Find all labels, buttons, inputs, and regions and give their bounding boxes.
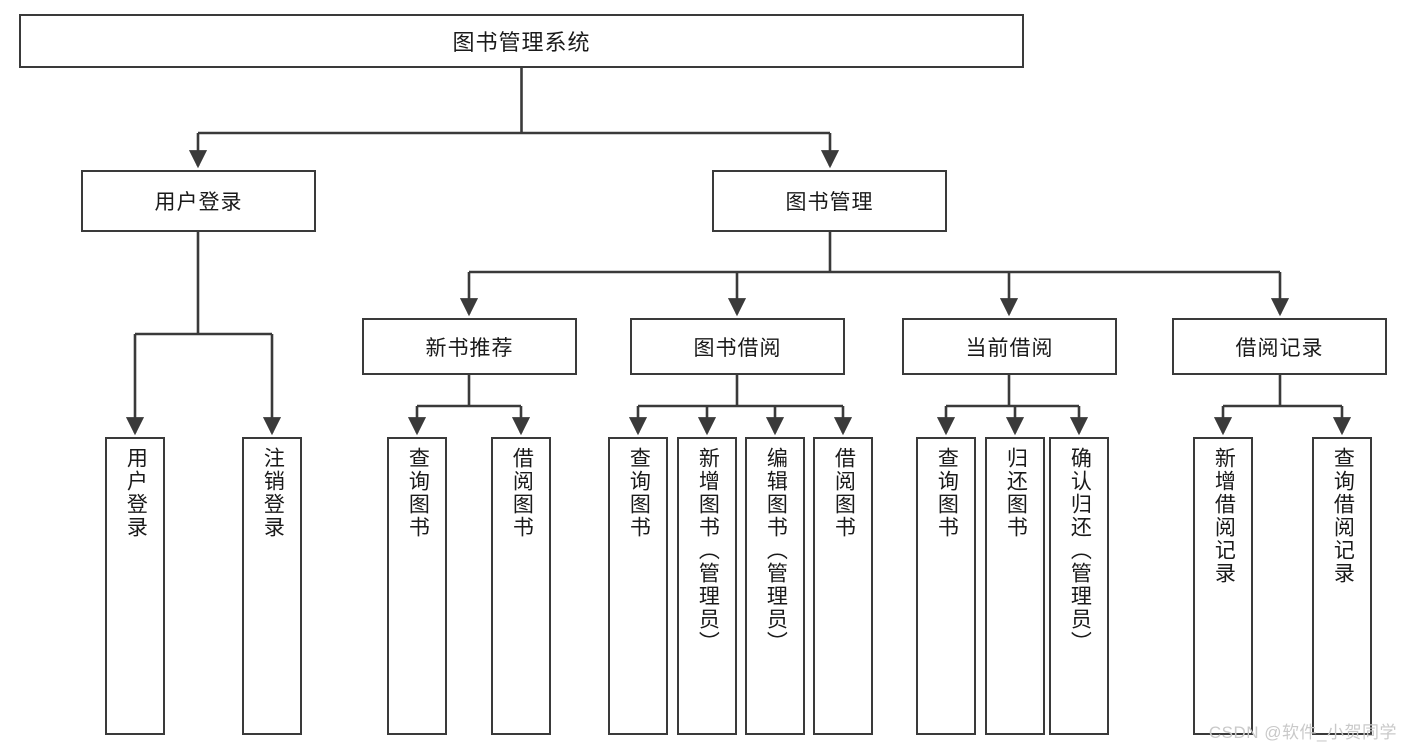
node-leaf-borrow-record-add[interactable]: 新增借阅记录 (1193, 437, 1253, 735)
csdn-watermark: CSDN @软件_小贺同学 (1208, 723, 1397, 742)
node-root-book-management-system[interactable]: 图书管理系统 (19, 14, 1024, 68)
leaf-label: 查询图书 (627, 447, 651, 539)
node-leaf-book-borrow-edit[interactable]: 编辑图书（管理员） (745, 437, 805, 735)
leaf-label: 新增借阅记录 (1212, 447, 1236, 585)
leaf-label: 借阅图书 (832, 447, 856, 539)
leaf-label: 确认归还（管理员） (1068, 447, 1092, 654)
leaf-label: 查询图书 (935, 447, 959, 539)
node-leaf-current-borrow-return[interactable]: 归还图书 (985, 437, 1045, 735)
node-leaf-user-login-login[interactable]: 用户登录 (105, 437, 165, 735)
node-current-borrow[interactable]: 当前借阅 (902, 318, 1117, 375)
leaf-label: 新增图书（管理员） (696, 447, 720, 654)
node-new-book-recommend[interactable]: 新书推荐 (362, 318, 577, 375)
leaf-label: 查询图书 (406, 447, 430, 539)
node-book-management[interactable]: 图书管理 (712, 170, 947, 232)
node-leaf-current-borrow-query[interactable]: 查询图书 (916, 437, 976, 735)
node-leaf-book-borrow-query[interactable]: 查询图书 (608, 437, 668, 735)
node-user-login[interactable]: 用户登录 (81, 170, 316, 232)
node-borrow-record[interactable]: 借阅记录 (1172, 318, 1387, 375)
node-leaf-borrow-record-query[interactable]: 查询借阅记录 (1312, 437, 1372, 735)
leaf-label: 查询借阅记录 (1331, 447, 1355, 585)
node-leaf-user-login-logout[interactable]: 注销登录 (242, 437, 302, 735)
node-leaf-current-borrow-confirm-return[interactable]: 确认归还（管理员） (1049, 437, 1109, 735)
leaf-label: 用户登录 (124, 447, 148, 539)
leaf-label: 编辑图书（管理员） (764, 447, 788, 654)
node-leaf-book-borrow-borrow[interactable]: 借阅图书 (813, 437, 873, 735)
leaf-label: 归还图书 (1004, 447, 1028, 539)
leaf-label: 注销登录 (261, 447, 285, 539)
node-book-borrow[interactable]: 图书借阅 (630, 318, 845, 375)
node-leaf-new-book-borrow[interactable]: 借阅图书 (491, 437, 551, 735)
node-leaf-book-borrow-add[interactable]: 新增图书（管理员） (677, 437, 737, 735)
node-leaf-new-book-query[interactable]: 查询图书 (387, 437, 447, 735)
leaf-label: 借阅图书 (510, 447, 534, 539)
